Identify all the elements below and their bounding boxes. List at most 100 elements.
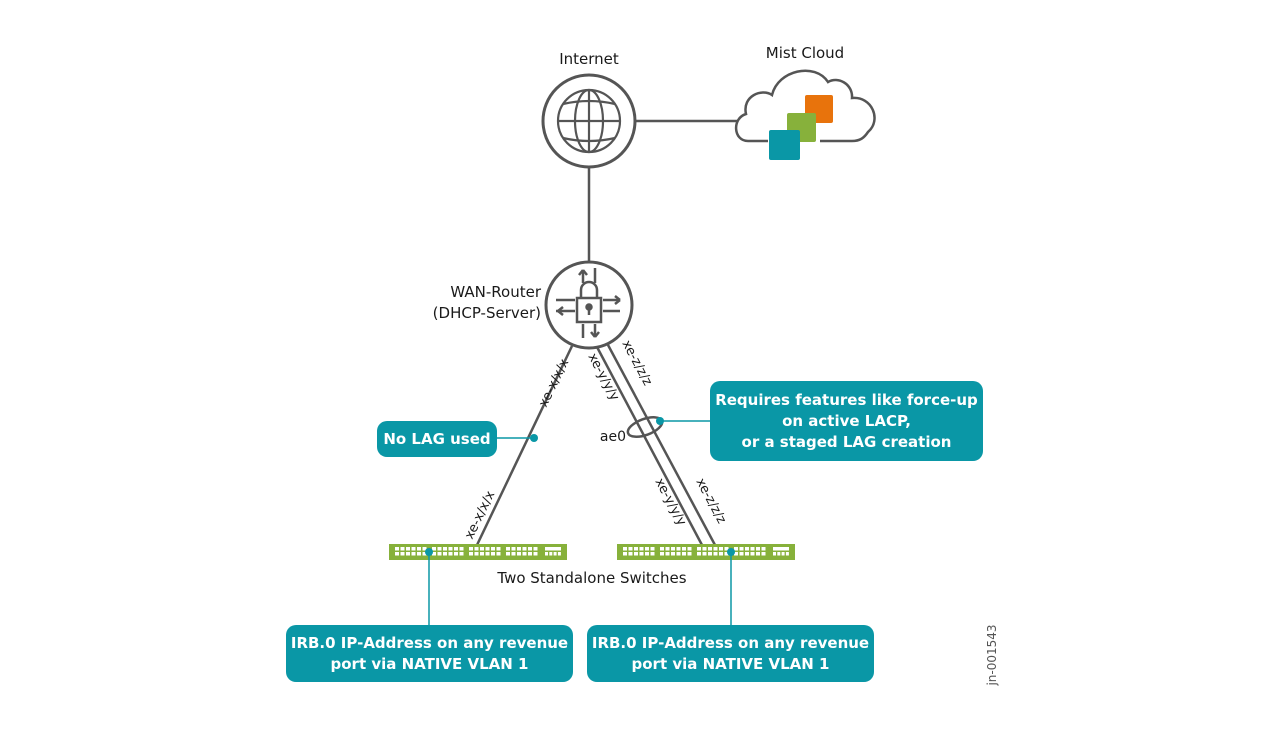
irb-right-dot [727, 548, 735, 556]
switch-port [400, 547, 405, 551]
switch-port [480, 547, 484, 551]
switch-port [671, 547, 675, 551]
uplink-port [557, 552, 561, 556]
irb-left-line2: port via NATIVE VLAN 1 [330, 654, 529, 673]
irb-left-callout: IRB.0 IP-Address on any revenue port via… [286, 625, 573, 682]
switch-port [474, 547, 479, 551]
switch-port [533, 547, 538, 551]
lag-note-dot [656, 417, 664, 425]
port-label-z-bottom: xe-z/z/z [692, 476, 728, 527]
switch-port [665, 552, 670, 556]
switch-port [687, 552, 692, 556]
switch-port [437, 547, 442, 551]
switch-port [491, 547, 495, 551]
switch-port [459, 552, 464, 556]
switch-port [697, 547, 701, 551]
port-label-z-top: xe-z/z/z [618, 338, 654, 389]
uplink-port [773, 547, 789, 551]
switch-port [687, 547, 692, 551]
switch-2 [617, 544, 795, 560]
no-lag-text: No LAG used [383, 429, 491, 448]
switch-port [724, 547, 729, 551]
switch-port [432, 552, 436, 556]
switch-port [491, 552, 495, 556]
port-label-x-bottom: xe-x/x/x [462, 488, 498, 541]
switch-port [411, 547, 416, 551]
switch-port [496, 552, 501, 556]
switch-port [719, 552, 723, 556]
wan-router-node [544, 260, 634, 350]
switch-port [639, 547, 644, 551]
switch-port [406, 552, 410, 556]
uplink-port [549, 552, 553, 556]
switch-port [756, 547, 760, 551]
irb-right-line1: IRB.0 IP-Address on any revenue [591, 633, 870, 652]
lag-note-callout: Requires features like force-up on activ… [710, 381, 983, 461]
switch-port [417, 547, 421, 551]
switch-port [474, 552, 479, 556]
uplink-port [777, 552, 781, 556]
switch-port [480, 552, 484, 556]
switch-port [750, 547, 755, 551]
switch-1 [389, 544, 567, 560]
switch-port [432, 547, 436, 551]
lag-note-line1: Requires features like force-up [715, 390, 978, 409]
switch-port [422, 552, 427, 556]
switch-port [422, 547, 427, 551]
switch-port [660, 552, 664, 556]
switch-port [650, 552, 655, 556]
switch-port [437, 552, 442, 556]
switch-port [506, 547, 510, 551]
lag-label: ae0 [600, 429, 626, 445]
document-id: jn-001543 [985, 624, 999, 686]
switch-port [676, 547, 681, 551]
irb-left-dot [425, 548, 433, 556]
switch-port [528, 547, 532, 551]
switch-port [682, 552, 686, 556]
switch-port [645, 547, 649, 551]
switch-port [734, 547, 738, 551]
lag-note-line2: on active LACP, [782, 411, 911, 430]
switch-port [623, 552, 627, 556]
switch-port [496, 547, 501, 551]
switch-port [485, 552, 490, 556]
switch-port [628, 552, 633, 556]
switch-port [719, 547, 723, 551]
switch-port [395, 547, 399, 551]
router-label-line1: WAN-Router [450, 283, 541, 301]
irb-left-line1: IRB.0 IP-Address on any revenue [290, 633, 569, 652]
switch-port [634, 552, 638, 556]
switch-port [724, 552, 729, 556]
switch-port [734, 552, 738, 556]
teal-square [769, 130, 800, 160]
switch-port [454, 552, 458, 556]
switch-port [713, 552, 718, 556]
internet-node [541, 73, 637, 169]
switch-port [660, 547, 664, 551]
switch-port [448, 552, 453, 556]
mist-cloud-label: Mist Cloud [766, 44, 844, 62]
switch-port [665, 547, 670, 551]
switch-port [448, 547, 453, 551]
switch-port [676, 552, 681, 556]
switch-port [756, 552, 760, 556]
switch-port [511, 552, 516, 556]
switch-port [533, 552, 538, 556]
switch-port [454, 547, 458, 551]
globe-icon [556, 88, 622, 154]
switch-port [411, 552, 416, 556]
switch-port [417, 552, 421, 556]
switch-port [697, 552, 701, 556]
switch-port [745, 552, 749, 556]
switch-port [650, 547, 655, 551]
switch-port [634, 547, 638, 551]
uplink-port [785, 552, 789, 556]
switch-port [469, 547, 473, 551]
switch-port [639, 552, 644, 556]
switch-port [671, 552, 675, 556]
no-lag-dot [530, 434, 538, 442]
no-lag-callout: No LAG used [377, 421, 497, 457]
router-switch1-link [475, 345, 574, 546]
switch-port [761, 552, 766, 556]
